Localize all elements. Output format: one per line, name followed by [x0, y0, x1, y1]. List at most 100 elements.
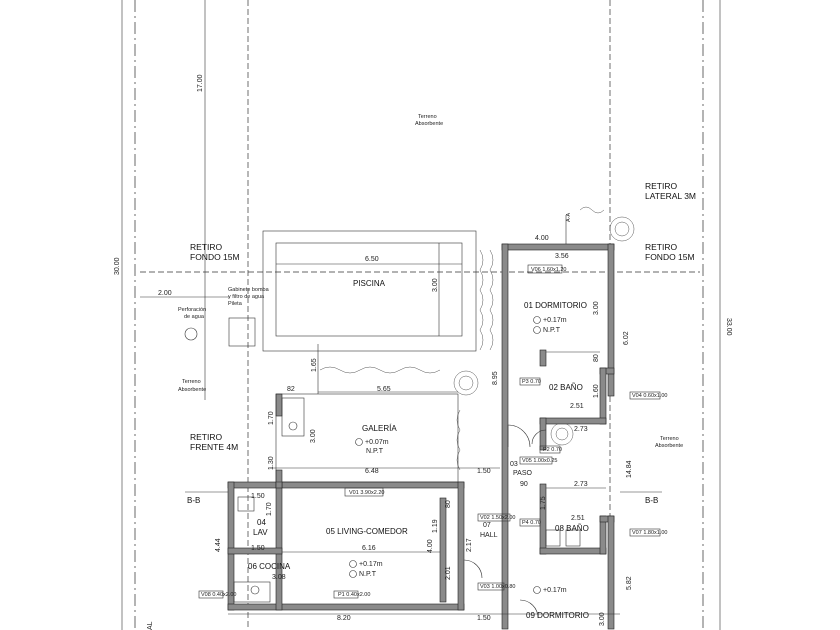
dim-lot-total-right: 33.00	[725, 318, 732, 336]
gabinete-label-3: Pileta	[228, 301, 243, 307]
window-tag-v04: V04 0.60x1.00	[632, 393, 667, 399]
trees	[319, 206, 635, 471]
galeria-label: GALERÍA	[362, 424, 397, 433]
walls-right-wing	[501, 243, 615, 630]
room-04-label: 04	[257, 518, 266, 527]
dorm01-level: +0.17m	[543, 317, 567, 324]
retiro-fondo-right-label: RETIRO	[645, 242, 678, 252]
room-02-bano: 02 BAÑO	[549, 383, 583, 392]
room-08-bano: 08 BAÑO	[555, 524, 589, 533]
room-09-dormitorio: 09 DORMITORIO	[526, 611, 589, 620]
dim-lot-depth: 17.00	[197, 74, 204, 92]
pool-label: PISCINA	[353, 279, 386, 288]
retiro-fondo-left-label-2: FONDO 15M	[190, 252, 240, 262]
dorm09-level: +0.17m	[543, 587, 567, 594]
section-bb-left: B-B	[187, 496, 200, 505]
dim-582: 5.82	[626, 576, 633, 590]
retiro-frente-label-2: FRENTE 4M	[190, 442, 238, 452]
dim-602: 6.02	[623, 331, 630, 345]
label-paso: PASO	[513, 470, 532, 477]
dim-150-b: 1.50	[251, 493, 265, 500]
retiro-lateral-label: RETIRO	[645, 181, 678, 191]
dim-201: 2.01	[445, 566, 452, 580]
dim-170: 1.70	[268, 411, 275, 425]
dim-820: 8.20	[337, 615, 351, 622]
door-tag-p1: P1 0.40x2.00	[338, 592, 370, 598]
retiro-lateral-label-2: LATERAL 3M	[645, 191, 696, 201]
dim-82: 82	[287, 386, 295, 393]
cocina-npt: N.P.T	[359, 571, 377, 578]
window-tag-v02: V02 1.50x2.00	[480, 515, 515, 521]
cocina-level: +0.17m	[359, 561, 383, 568]
dim-1484: 14.84	[626, 460, 633, 478]
window-tag-v06: V06 1.60x1.20	[531, 267, 566, 273]
room-06-cocina: 06 COCINA	[248, 562, 291, 571]
galeria-npt: N.P.T	[366, 448, 384, 455]
gabinete-label-2: y filtro de agua	[228, 294, 265, 300]
dim-170-b: 1.70	[266, 502, 273, 516]
dim-150-d: 1.50	[477, 615, 491, 622]
retiro-frente-label: RETIRO	[190, 432, 223, 442]
dim-130: 1.30	[268, 456, 275, 470]
dim-648: 6.48	[365, 468, 379, 475]
pool: PISCINA 6.50 3.00	[228, 230, 477, 352]
dim-setback-2: 2.00	[158, 290, 172, 297]
dim-175: 1.75	[540, 496, 547, 510]
dim-251-b: 2.51	[571, 515, 585, 522]
dorm01-npt: N.P.T	[543, 327, 561, 334]
dim-273-b: 2.73	[574, 481, 588, 488]
dim-80-a: 80	[593, 354, 600, 362]
retiro-fondo-left-label: RETIRO	[190, 242, 223, 252]
label-07: 07	[483, 522, 491, 529]
dim-160: 1.60	[593, 384, 600, 398]
room-04-lav: LAV	[253, 528, 268, 537]
absorbente-label-right: Absorbente	[655, 443, 683, 449]
dim-400-b: 4.00	[427, 539, 434, 553]
dim-150-a: 1.50	[477, 468, 491, 475]
dim-444: 4.44	[215, 538, 222, 552]
window-tag-v05: V05 1.00x0.25	[522, 458, 557, 464]
terreno-label-top: Terreno	[418, 114, 437, 120]
galeria-level: +0.07m	[365, 439, 389, 446]
perforacion-label: Perforación	[178, 307, 206, 313]
door-tag-p4: P4 0.70	[522, 520, 541, 526]
door-swings	[463, 424, 547, 619]
dim-pool-width: 6.50	[365, 256, 379, 263]
dim-galeria-depth: 3.00	[310, 429, 317, 443]
dim-90: 90	[520, 481, 528, 488]
room-01-dormitorio: 01 DORMITORIO	[524, 301, 587, 310]
room-05-living-comedor: 05 LIVING-COMEDOR	[326, 527, 408, 536]
terreno-label-left: Terreno	[182, 379, 201, 385]
section-bb-right: B-B	[645, 496, 658, 505]
dim-217: 2.17	[466, 538, 473, 552]
dim-251-a: 2.51	[570, 403, 584, 410]
dim-356: 3.56	[555, 253, 569, 260]
absorbente-label-left: Absorbente	[178, 387, 206, 393]
door-tag-p2: P2 0.70	[543, 447, 562, 453]
door-tag-p3: P3 0.70	[522, 379, 541, 385]
dim-273-a: 2.73	[574, 426, 588, 433]
label-al: AL	[147, 621, 154, 630]
window-tag-v07: V07 1.80x1.00	[632, 530, 667, 536]
label-03: 03	[510, 461, 518, 468]
walls-left-wing	[227, 393, 465, 611]
gabinete-label: Gabinete bomba	[228, 287, 270, 293]
dim-galeria-width: 5.65	[377, 386, 391, 393]
perforacion-label-2: de agua	[184, 314, 205, 320]
dim-119: 1.19	[432, 519, 439, 533]
dim-lot-total-left: 30.00	[114, 257, 121, 275]
retiro-fondo-right-label-2: FONDO 15M	[645, 252, 695, 262]
galeria: GALERÍA +0.07m N.P.T	[270, 344, 500, 483]
dim-308: 3.08	[272, 574, 286, 581]
dim-400: 4.00	[535, 235, 549, 242]
dim-616: 6.16	[362, 545, 376, 552]
dim-895: 8.95	[492, 371, 499, 385]
window-tag-v01: V01 3.90x2.20	[349, 490, 384, 496]
label-hall: HALL	[480, 532, 498, 539]
window-tag-v08: V08 0.40x2.00	[201, 592, 236, 598]
dim-300-e: 3.00	[599, 612, 606, 626]
well-symbol	[184, 327, 198, 341]
dim-dorm-depth: 3.00	[593, 301, 600, 315]
section-bb: B-B B-B	[185, 491, 662, 505]
